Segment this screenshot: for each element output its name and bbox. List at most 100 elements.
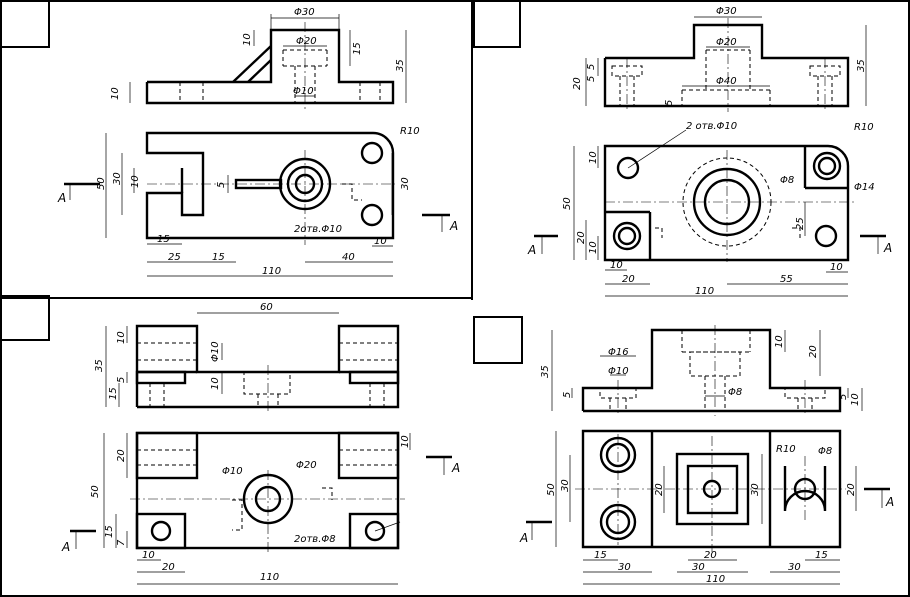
section-b-right: A [883,241,892,255]
dim-d-front-h10: 10 [774,335,785,348]
quadrant-c: 60 35 10 5 15 Φ10 10 [61,302,460,585]
dim-b-plan-d14: Φ14 [854,182,875,193]
section-c-left: A [61,540,70,554]
dim-b-plan-r10: R10 [854,122,874,133]
dim-d-plan-r10: R10 [776,444,796,455]
section-d-left: A [519,531,528,545]
dim-d-front-d8: Φ8 [728,387,742,398]
dim-d-plan-h50: 50 [546,483,557,496]
dim-a-plan-w15b: 15 [212,252,225,263]
dim-d-plan-h30: 30 [560,479,571,492]
dim-c-plan-w110: 110 [260,572,279,583]
dim-d-front-h5b: 5 [838,394,849,400]
dim-d-plan-h30b: 30 [750,483,761,496]
dim-c-plan-h7: 7 [116,539,127,546]
dim-c-plan-d20: Φ20 [296,460,317,471]
dim-d-plan-w110: 110 [706,574,725,585]
dim-d-plan-h20: 20 [654,483,665,496]
dim-d-front-h20: 20 [808,345,819,358]
front-view-d: Φ16 Φ10 Φ8 35 5 10 20 5 10 [540,325,863,416]
dim-c-front-w60: 60 [260,302,273,313]
dim-a-plan-w110: 110 [262,266,281,277]
plan-view-d: A A R10 Φ8 50 30 20 30 20 15 30 20 30 [519,429,894,585]
dim-b-plan-w20: 20 [622,274,635,285]
dim-b-front-d30: Φ30 [716,6,737,17]
dim-b-plan-h10: 10 [588,151,599,164]
dim-a-front-d30: Φ30 [294,7,315,18]
dim-c-plan-w10: 10 [142,550,155,561]
dim-a-front-d10: Φ10 [293,86,314,97]
dim-a-plan-h30: 30 [112,172,123,185]
front-view-c: 60 35 10 5 15 Φ10 10 [94,302,400,412]
dim-c-plan-h50: 50 [90,485,101,498]
dim-b-front-h5c: 5 [664,100,675,106]
section-a-right: A [449,219,458,233]
dim-a-front-h15: 15 [352,42,363,55]
dim-b-front-d40: Φ40 [716,76,737,87]
dim-b-plan-holes: 2 отв.Φ10 [686,121,737,132]
dim-b-plan-w10b: 10 [830,262,843,273]
dim-d-plan-h20b: 20 [846,483,857,496]
plan-view-c: A A 50 20 15 7 Φ10 Φ20 2отв.Φ8 10 10 20 … [61,431,460,585]
dim-c-front-h35: 35 [94,359,105,372]
dim-a-front-h10-rib: 10 [242,33,253,46]
dim-d-front-h5: 5 [562,392,573,398]
front-view-b: Φ30 Φ20 Φ40 20 5 5 35 5 [572,6,867,112]
section-c-right: A [451,461,460,475]
dim-a-front-h10-left: 10 [110,87,121,100]
dim-a-plan-h30-holes: 30 [400,177,411,190]
dim-b-front-h35: 35 [856,59,867,72]
section-a-left: A [57,191,66,205]
dim-c-front-d10: Φ10 [210,341,221,362]
dim-d-front-d10: Φ10 [608,366,629,377]
dim-d-plan-w15: 15 [594,550,607,561]
dim-c-plan-w20: 20 [162,562,175,573]
dim-c-front-h10b: 10 [210,377,221,390]
dim-c-plan-d10: Φ10 [222,466,243,477]
dim-d-plan-w30: 30 [618,562,631,573]
quadrant-d: Φ16 Φ10 Φ8 35 5 10 20 5 10 [519,325,894,585]
dim-a-plan-h5: 5 [216,182,227,188]
dim-b-plan-w55: 55 [780,274,793,285]
dim-d-plan-d8: Φ8 [818,446,832,457]
dim-a-front-h35: 35 [395,59,406,72]
dim-b-front-h5a: 5 [586,64,597,70]
front-view-a: Φ30 Φ20 Φ10 10 10 15 35 [110,7,407,110]
dim-d-plan-w30c: 30 [788,562,801,573]
dim-c-front-h5: 5 [116,377,127,383]
dim-d-front-d16: Φ16 [608,347,629,358]
dim-b-front-h5b: 5 [586,76,597,82]
dim-a-plan-w25: 25 [168,252,181,263]
dim-a-plan-h10: 10 [130,175,141,188]
dim-b-plan-h10b: 10 [588,241,599,254]
dim-c-plan-h10: 10 [400,435,411,448]
quadrant-b: Φ30 Φ20 Φ40 20 5 5 35 5 [527,6,892,297]
dim-b-front-d20: Φ20 [716,37,737,48]
dim-b-plan-w10: 10 [610,260,623,271]
section-b-left: A [527,243,536,257]
dim-a-plan-w40: 40 [342,252,355,263]
dim-b-plan-h25: 25 [795,217,806,230]
dim-a-plan-w15: 15 [157,234,170,245]
dim-a-plan-holes: 2отв.Φ10 [294,224,342,235]
dim-b-front-h20: 20 [572,77,583,90]
dim-a-plan-r10: R10 [400,126,420,137]
dim-c-plan-h20: 20 [116,449,127,462]
dim-b-plan-h20: 20 [576,231,587,244]
dim-b-plan-d8: Φ8 [780,175,794,186]
dim-d-front-h35: 35 [540,365,551,378]
dim-b-plan-w110: 110 [695,286,714,297]
dim-a-plan-h50: 50 [96,177,107,190]
plan-view-a: A A R10 50 30 10 5 30 2отв.Φ10 15 25 15 … [57,126,458,277]
dim-c-plan-holes: 2отв.Φ8 [294,534,336,545]
dim-d-plan-w20: 20 [704,550,717,561]
section-d-right: A [885,495,894,509]
dim-c-front-h15: 15 [108,387,119,400]
dim-c-front-h10: 10 [116,331,127,344]
dim-a-plan-w10: 10 [374,236,387,247]
dim-b-plan-h50: 50 [562,197,573,210]
dim-d-plan-w15b: 15 [815,550,828,561]
plan-view-b: A A 2 отв.Φ10 R10 Φ8 Φ14 50 10 20 10 25 … [527,121,892,297]
